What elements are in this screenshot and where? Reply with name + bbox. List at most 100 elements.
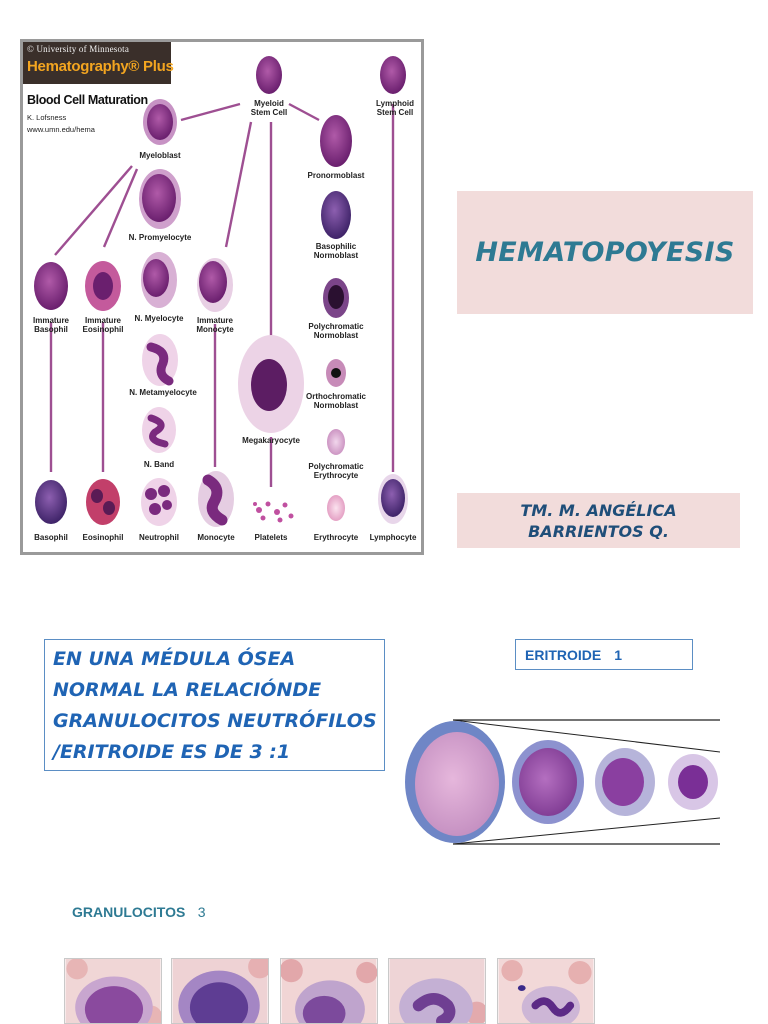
cell-label-line: Orthochromatic bbox=[305, 392, 367, 401]
cell-label-line: Polychromatic bbox=[308, 462, 364, 471]
cell-label-line: Erythrocyte bbox=[313, 533, 359, 542]
maturation-diagram bbox=[34, 56, 408, 527]
cell-label-line: Lymphocyte bbox=[369, 533, 417, 542]
label-platelets: Platelets bbox=[255, 533, 288, 542]
cell-label-line: Basophil bbox=[34, 325, 68, 334]
ratio-statement-line: /ERITROIDE ES DE 3 :1 bbox=[53, 741, 291, 763]
cell-label-line: Neutrophil bbox=[139, 533, 179, 542]
basophil-cell bbox=[35, 480, 67, 524]
eritroide-value: 1 bbox=[614, 646, 623, 663]
cell-label-line: N. Promyelocyte bbox=[128, 233, 192, 242]
author-box: TM. M. ANGÉLICA BARRIENTOS Q. bbox=[457, 493, 740, 548]
copyright-text: © University of Minnesota bbox=[27, 44, 130, 54]
granulocitos-label: GRANULOCITOS bbox=[72, 904, 186, 920]
granulocyte-thumbnail-3 bbox=[280, 958, 378, 1024]
author-line-2: BARRIENTOS Q. bbox=[528, 521, 669, 541]
page-title: HEMATOPOYESIS bbox=[475, 237, 735, 268]
brand-name: Hematography® Plus bbox=[27, 58, 174, 75]
polychromatic-erythrocyte-cell bbox=[327, 429, 345, 455]
title-box: HEMATOPOYESIS bbox=[457, 191, 753, 314]
cell-label-line: Platelets bbox=[254, 533, 288, 542]
cell-label-line: Immature bbox=[196, 316, 233, 325]
cell-label-line: Normoblast bbox=[313, 251, 359, 260]
cell-label-line: Eosinophil bbox=[82, 533, 124, 542]
figure-author: K. Lofsness bbox=[27, 113, 67, 122]
granulocyte-thumbnail-2 bbox=[171, 958, 269, 1024]
granulocyte-thumbnail-5 bbox=[497, 958, 595, 1024]
immature-basophil-cell bbox=[34, 262, 68, 310]
cell-label-line: Normoblast bbox=[313, 401, 359, 410]
cell-label-line: Polychromatic bbox=[308, 322, 364, 331]
granulocitos-value: 3 bbox=[197, 904, 206, 920]
lymphoid-stem-cell bbox=[380, 56, 406, 94]
orthochromatic-erythroblast-cell bbox=[668, 754, 718, 810]
label-band: N. Band bbox=[144, 460, 174, 469]
cell-label-line: Megakaryocyte bbox=[242, 436, 300, 445]
neutrophil-cell bbox=[141, 478, 177, 526]
cell-label-line: N. Myelocyte bbox=[134, 314, 184, 323]
cell-label-line: Myeloid bbox=[254, 99, 284, 108]
ratio-statement-line: EN UNA MÉDULA ÓSEA bbox=[53, 648, 296, 670]
label-megakaryocyte: Megakaryocyte bbox=[242, 436, 300, 445]
label-metamyelocyte: N. Metamyelocyte bbox=[129, 388, 197, 397]
cell-label-line: Erythrocyte bbox=[313, 471, 359, 480]
cell-label-line: Pronormoblast bbox=[307, 171, 365, 180]
cell-label-line: Basophil bbox=[34, 533, 68, 542]
label-pronormoblast: Pronormoblast bbox=[308, 171, 365, 180]
label-myelocyte: N. Myelocyte bbox=[135, 314, 184, 323]
figure-url: www.umn.edu/hema bbox=[27, 125, 95, 134]
label-lymphocyte: Lymphocyte bbox=[370, 533, 417, 542]
cell-label-line: Stem Cell bbox=[376, 108, 414, 117]
granulocitos-ratio: GRANULOCITOS 3 bbox=[72, 904, 206, 922]
granulocyte-thumbnail-4 bbox=[388, 958, 486, 1024]
cell-label-line: Monocyte bbox=[197, 533, 235, 542]
blood-cell-maturation-chart: © University of Minnesota Hematography® … bbox=[20, 39, 424, 555]
maturation-connectors bbox=[49, 102, 395, 487]
label-basophil: Basophil bbox=[34, 533, 68, 542]
eosinophil-cell bbox=[86, 479, 120, 525]
erythroid-maturation-strip bbox=[403, 718, 720, 846]
label-promyelocyte: N. Promyelocyte bbox=[129, 233, 192, 242]
cell-label-line: Normoblast bbox=[313, 331, 359, 340]
label-neutrophil: Neutrophil bbox=[139, 533, 179, 542]
label-monocyte: Monocyte bbox=[197, 533, 234, 542]
basophilic-normoblast-cell bbox=[321, 191, 351, 239]
ratio-statement-line: GRANULOCITOS NEUTRÓFILOS bbox=[53, 710, 377, 732]
eritroide-label: ERITROIDE bbox=[525, 646, 602, 663]
author-line-1: TM. M. ANGÉLICA bbox=[520, 500, 677, 520]
polychromatic-erythroblast-cell bbox=[595, 748, 655, 816]
platelets-cluster bbox=[253, 501, 294, 523]
proerythroblast-cell bbox=[405, 721, 505, 843]
cell-label-line: Eosinophil bbox=[82, 325, 124, 334]
eritroide-ratio-box: ERITROIDE 1 bbox=[515, 639, 693, 670]
cell-label-line: Immature bbox=[32, 316, 70, 325]
ratio-statement-line: NORMAL LA RELACIÓNDE bbox=[53, 679, 322, 701]
figure-title: Blood Cell Maturation bbox=[27, 93, 148, 107]
pronormoblast-cell bbox=[320, 115, 352, 167]
granulocyte-thumbnail-1 bbox=[64, 958, 162, 1024]
label-eosinophil: Eosinophil bbox=[83, 533, 124, 542]
cell-label-line: N. Band bbox=[143, 460, 175, 469]
label-erythrocyte: Erythrocyte bbox=[314, 533, 358, 542]
cell-label-line: Myeloblast bbox=[139, 151, 181, 160]
myeloid-stem-cell bbox=[256, 56, 282, 94]
erythrocyte-cell bbox=[327, 495, 345, 521]
cell-label-line: Monocyte bbox=[196, 325, 234, 334]
cell-label-line: Immature bbox=[84, 316, 122, 325]
ratio-statement-box: EN UNA MÉDULA ÓSEA NORMAL LA RELACIÓNDE … bbox=[44, 639, 385, 771]
cell-label-line: N. Metamyelocyte bbox=[129, 388, 197, 397]
basophilic-erythroblast-cell bbox=[512, 740, 584, 824]
cell-label-line: Basophilic bbox=[315, 242, 357, 251]
cell-label-line: Lymphoid bbox=[376, 99, 414, 108]
cell-label-line: Stem Cell bbox=[250, 108, 288, 117]
brand-logo-box: © University of Minnesota Hematography® … bbox=[23, 42, 174, 84]
